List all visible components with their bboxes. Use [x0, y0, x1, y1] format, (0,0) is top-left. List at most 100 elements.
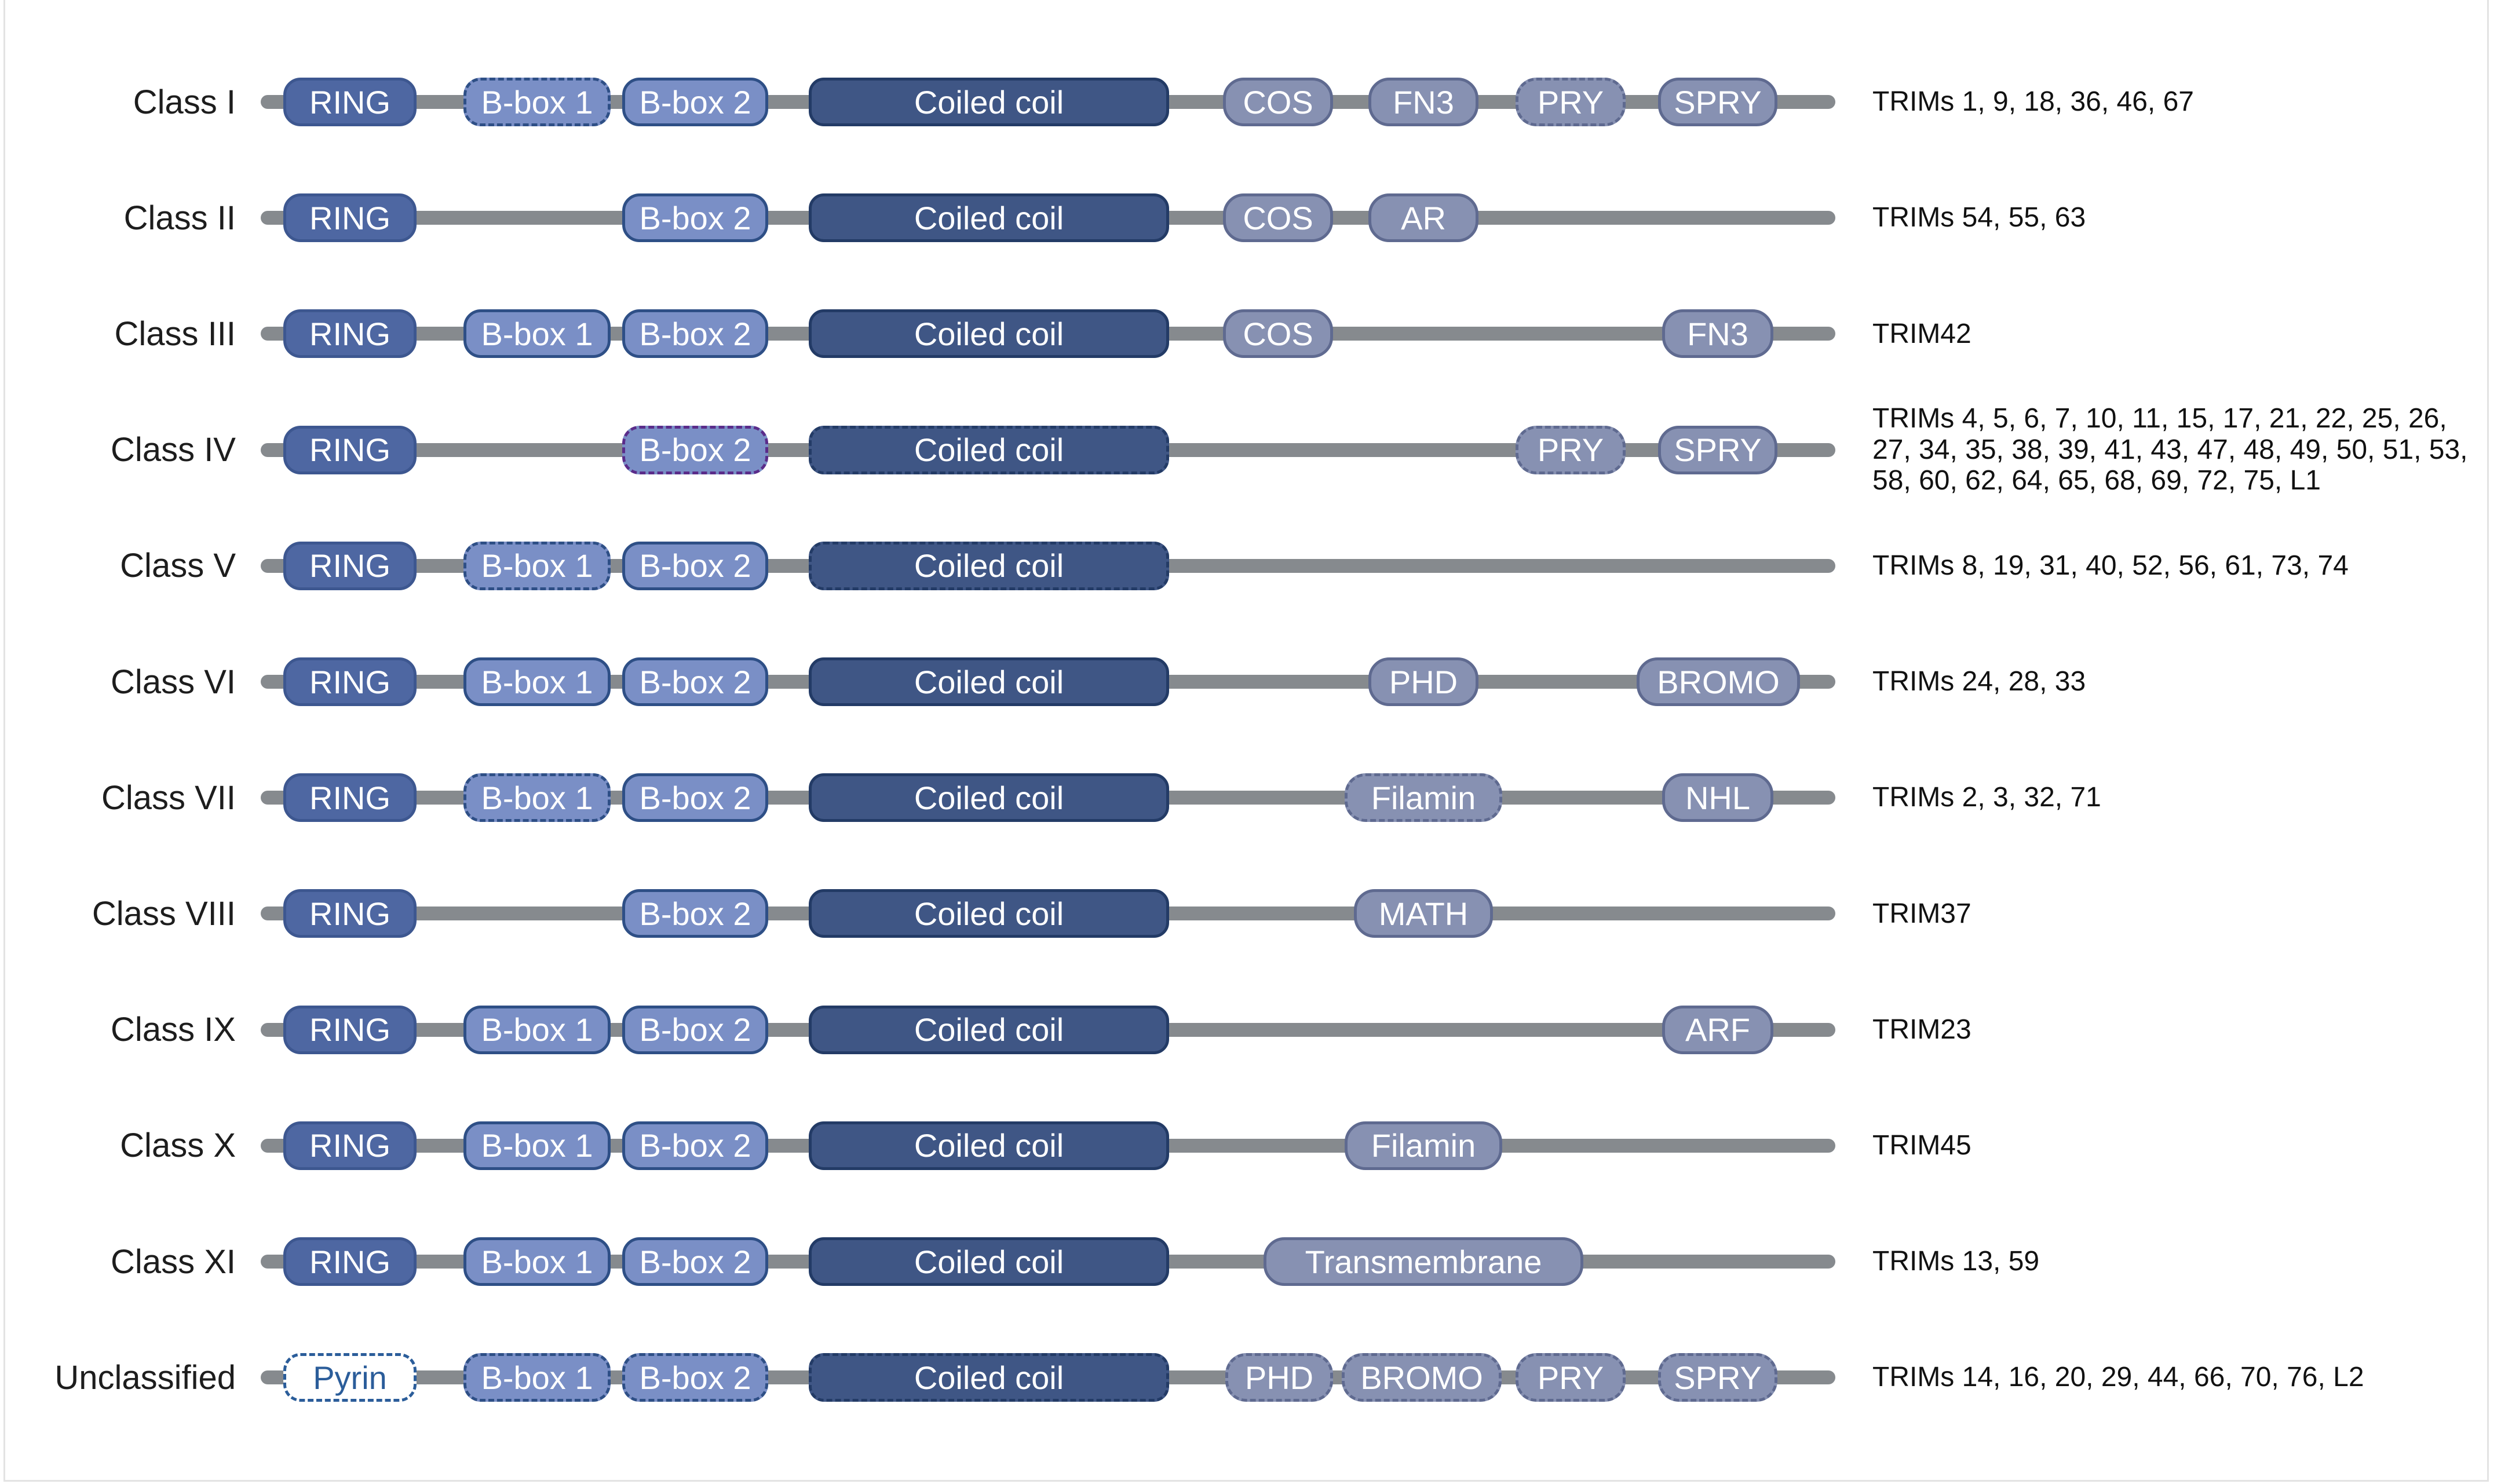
- domain-coiled-coil: Coiled coil: [809, 78, 1169, 126]
- class-label: Class X: [120, 1127, 236, 1165]
- class-label: Class VI: [111, 663, 236, 701]
- trim-members: TRIMs 4, 5, 6, 7, 10, 11, 15, 17, 21, 22…: [1872, 403, 2468, 496]
- domain-b-box-2: B-box 2: [622, 541, 768, 590]
- domain-b-box-1: B-box 1: [463, 1353, 611, 1402]
- domain-ring: RING: [283, 78, 417, 126]
- trim-members: TRIMs 14, 16, 20, 29, 44, 66, 70, 76, L2: [1872, 1362, 2364, 1393]
- domain-cos: COS: [1223, 78, 1333, 126]
- domain-ring: RING: [283, 1121, 417, 1170]
- domain-ring: RING: [283, 773, 417, 823]
- domain-spry: SPRY: [1658, 425, 1777, 474]
- domain-nhl: NHL: [1662, 773, 1773, 823]
- domain-coiled-coil: Coiled coil: [809, 1353, 1169, 1402]
- domain-b-box-2: B-box 2: [622, 1121, 768, 1170]
- class-label: Class III: [114, 315, 236, 353]
- domain-ring: RING: [283, 889, 417, 938]
- domain-b-box-2: B-box 2: [622, 1237, 768, 1286]
- class-label: Class VIII: [92, 894, 236, 933]
- trim-members: TRIM37: [1872, 898, 1971, 929]
- domain-b-box-2: B-box 2: [622, 773, 768, 823]
- class-label: Class IV: [111, 431, 236, 469]
- domain-b-box-1: B-box 1: [463, 1237, 611, 1286]
- domain-coiled-coil: Coiled coil: [809, 541, 1169, 590]
- class-label: Unclassified: [54, 1358, 236, 1397]
- domain-bromo: BROMO: [1637, 657, 1800, 706]
- class-label: Class XI: [111, 1242, 236, 1281]
- domain-coiled-coil: Coiled coil: [809, 193, 1169, 243]
- domain-b-box-2: B-box 2: [622, 1005, 768, 1054]
- domain-spry: SPRY: [1658, 78, 1777, 126]
- domain-ring: RING: [283, 1005, 417, 1054]
- trim-members: TRIM23: [1872, 1014, 1971, 1045]
- domain-ring: RING: [283, 309, 417, 359]
- domain-b-box-2: B-box 2: [622, 193, 768, 243]
- domain-b-box-1: B-box 1: [463, 1005, 611, 1054]
- domain-coiled-coil: Coiled coil: [809, 773, 1169, 823]
- domain-coiled-coil: Coiled coil: [809, 1121, 1169, 1170]
- domain-coiled-coil: Coiled coil: [809, 1237, 1169, 1286]
- domain-b-box-1: B-box 1: [463, 78, 611, 126]
- domain-bromo: BROMO: [1342, 1353, 1502, 1402]
- trim-members: TRIMs 8, 19, 31, 40, 52, 56, 61, 73, 74: [1872, 550, 2349, 581]
- row-class-viii: Class VIII RING B-box 2 Coiled coil MATH TRIM…: [0, 856, 2501, 971]
- domain-arf: ARF: [1662, 1005, 1773, 1054]
- trim-members: TRIMs 54, 55, 63: [1872, 202, 2086, 233]
- domain-b-box-2: B-box 2: [622, 78, 768, 126]
- domain-b-box-2: B-box 2: [622, 889, 768, 938]
- trim-members: TRIMs 24, 28, 33: [1872, 666, 2086, 697]
- domain-ring: RING: [283, 1237, 417, 1286]
- domain-ar: AR: [1368, 193, 1478, 243]
- trim-members: TRIMs 1, 9, 18, 36, 46, 67: [1872, 86, 2194, 118]
- domain-b-box-1: B-box 1: [463, 541, 611, 590]
- domain-b-box-1: B-box 1: [463, 773, 611, 823]
- domain-ring: RING: [283, 425, 417, 474]
- domain-phd: PHD: [1368, 657, 1478, 706]
- domain-transmembrane: Transmembrane: [1264, 1237, 1583, 1286]
- class-label: Class I: [133, 83, 236, 121]
- class-label: Class IX: [111, 1011, 236, 1049]
- domain-b-box-2: B-box 2: [622, 425, 768, 474]
- domain-coiled-coil: Coiled coil: [809, 889, 1169, 938]
- trim-members: TRIM45: [1872, 1130, 1971, 1161]
- domain-b-box-2: B-box 2: [622, 309, 768, 359]
- domain-phd: PHD: [1225, 1353, 1333, 1402]
- domain-coiled-coil: Coiled coil: [809, 657, 1169, 706]
- trim-members: TRIMs 13, 59: [1872, 1246, 2040, 1277]
- domain-ring: RING: [283, 541, 417, 590]
- domain-ring: RING: [283, 657, 417, 706]
- domain-pry: PRY: [1516, 78, 1626, 126]
- domain-pyrin: Pyrin: [283, 1353, 417, 1402]
- domain-b-box-1: B-box 1: [463, 309, 611, 359]
- trim-members: TRIM42: [1872, 318, 1971, 349]
- domain-math: MATH: [1354, 889, 1493, 938]
- domain-spry: SPRY: [1658, 1353, 1777, 1402]
- domain-ring: RING: [283, 193, 417, 243]
- domain-fn3: FN3: [1368, 78, 1478, 126]
- trim-members: TRIMs 2, 3, 32, 71: [1872, 782, 2101, 813]
- domain-b-box-2: B-box 2: [622, 657, 768, 706]
- figure-frame: [3, 0, 2489, 1482]
- domain-b-box-1: B-box 1: [463, 1121, 611, 1170]
- domain-coiled-coil: Coiled coil: [809, 309, 1169, 359]
- domain-filamin: Filamin: [1345, 1121, 1502, 1170]
- class-label: Class II: [123, 199, 236, 237]
- domain-filamin: Filamin: [1345, 773, 1502, 823]
- domain-b-box-1: B-box 1: [463, 657, 611, 706]
- domain-fn3: FN3: [1662, 309, 1773, 359]
- domain-b-box-2: B-box 2: [622, 1353, 768, 1402]
- class-label: Class V: [120, 547, 236, 585]
- class-label: Class VII: [101, 778, 236, 817]
- domain-coiled-coil: Coiled coil: [809, 425, 1169, 474]
